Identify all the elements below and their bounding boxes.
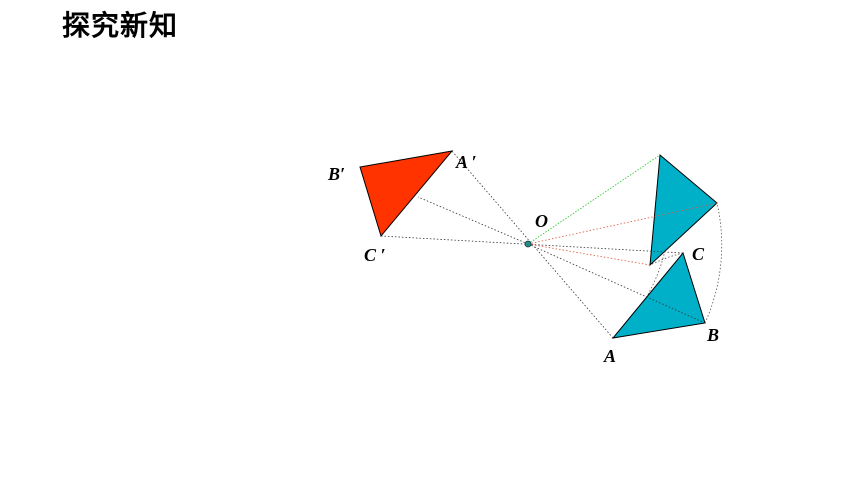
slide-title: 探究新知 bbox=[62, 9, 179, 42]
label-O: O bbox=[535, 211, 548, 231]
label-A-prime: A ′ bbox=[455, 152, 477, 172]
line-O-to-B-prime bbox=[417, 196, 529, 245]
line-O-to-rotated-A bbox=[527, 154, 661, 245]
label-A: A bbox=[603, 346, 616, 366]
line-O-to-rotated-C bbox=[527, 243, 651, 266]
label-B: B bbox=[706, 325, 719, 345]
center-point-O bbox=[524, 240, 532, 248]
triangle-rotated-intermediate bbox=[649, 154, 718, 267]
arc-B bbox=[704, 202, 723, 324]
line-O-to-rotated-B bbox=[527, 202, 718, 245]
label-B-prime: B′ bbox=[327, 164, 345, 184]
triangle-A-prime-B-prime-C-prime bbox=[359, 150, 454, 238]
line-O-to-B bbox=[527, 243, 706, 324]
triangle-ABC bbox=[611, 251, 706, 339]
label-C: C bbox=[692, 244, 705, 264]
label-C-prime: C ′ bbox=[364, 245, 386, 265]
